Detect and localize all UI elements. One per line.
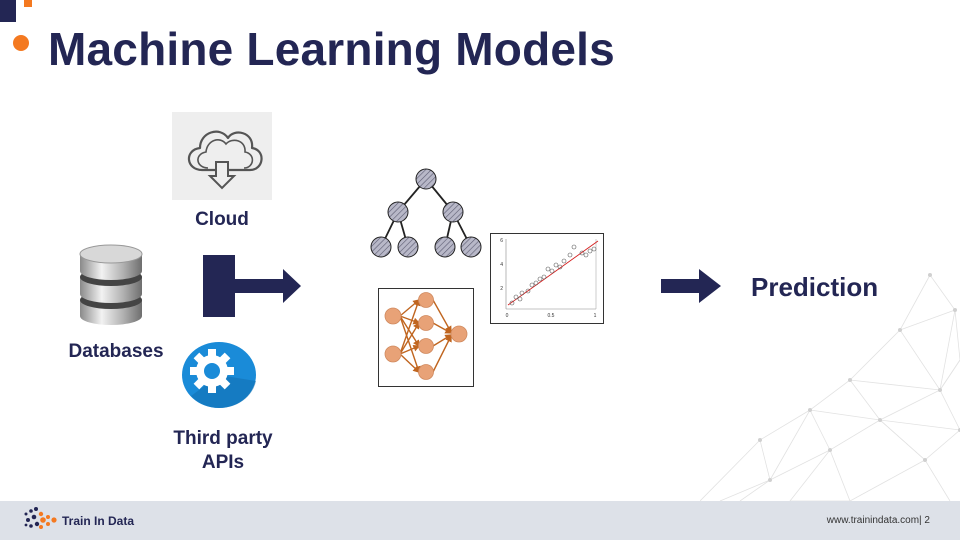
x-tick-0: 0 — [506, 313, 509, 319]
footer-brand: Train In Data — [62, 514, 135, 528]
page-title: Machine Learning Models — [48, 23, 615, 75]
database-icon — [79, 244, 143, 325]
prediction-arrow — [661, 269, 721, 303]
x-tick-0-5: 0.5 — [548, 313, 555, 319]
merge-arrow — [203, 255, 301, 317]
train-in-data-logo-icon — [24, 507, 57, 529]
gear-icon — [182, 342, 256, 409]
y-tick-6: 6 — [500, 238, 503, 244]
third-party-apis-label-line2: APIs — [201, 452, 245, 473]
x-tick-1: 1 — [594, 313, 597, 319]
corner-square-navy — [0, 0, 16, 22]
neural-network-diagram — [384, 292, 468, 380]
mesh-background-decoration — [700, 273, 960, 501]
cloud-label: Cloud — [195, 209, 249, 230]
third-party-apis-label-line1: Third party — [173, 428, 273, 449]
regression-scatter-plot: 6 4 2 0 0.5 1 — [500, 238, 599, 319]
corner-square-orange — [24, 0, 32, 7]
databases-label: Databases — [68, 341, 164, 362]
cloud-download-icon — [187, 130, 263, 190]
cloud-icon-tile — [172, 112, 272, 200]
prediction-label: Prediction — [751, 272, 879, 302]
y-tick-2: 2 — [500, 286, 503, 292]
y-tick-4: 4 — [500, 262, 503, 268]
third-party-apis-label: Third party APIs — [160, 427, 286, 475]
footer-bar — [0, 501, 960, 540]
title-bullet-dot — [13, 35, 29, 51]
footer-website: www.trainindata.com| 2 — [826, 515, 930, 526]
decision-tree-diagram — [370, 168, 482, 258]
